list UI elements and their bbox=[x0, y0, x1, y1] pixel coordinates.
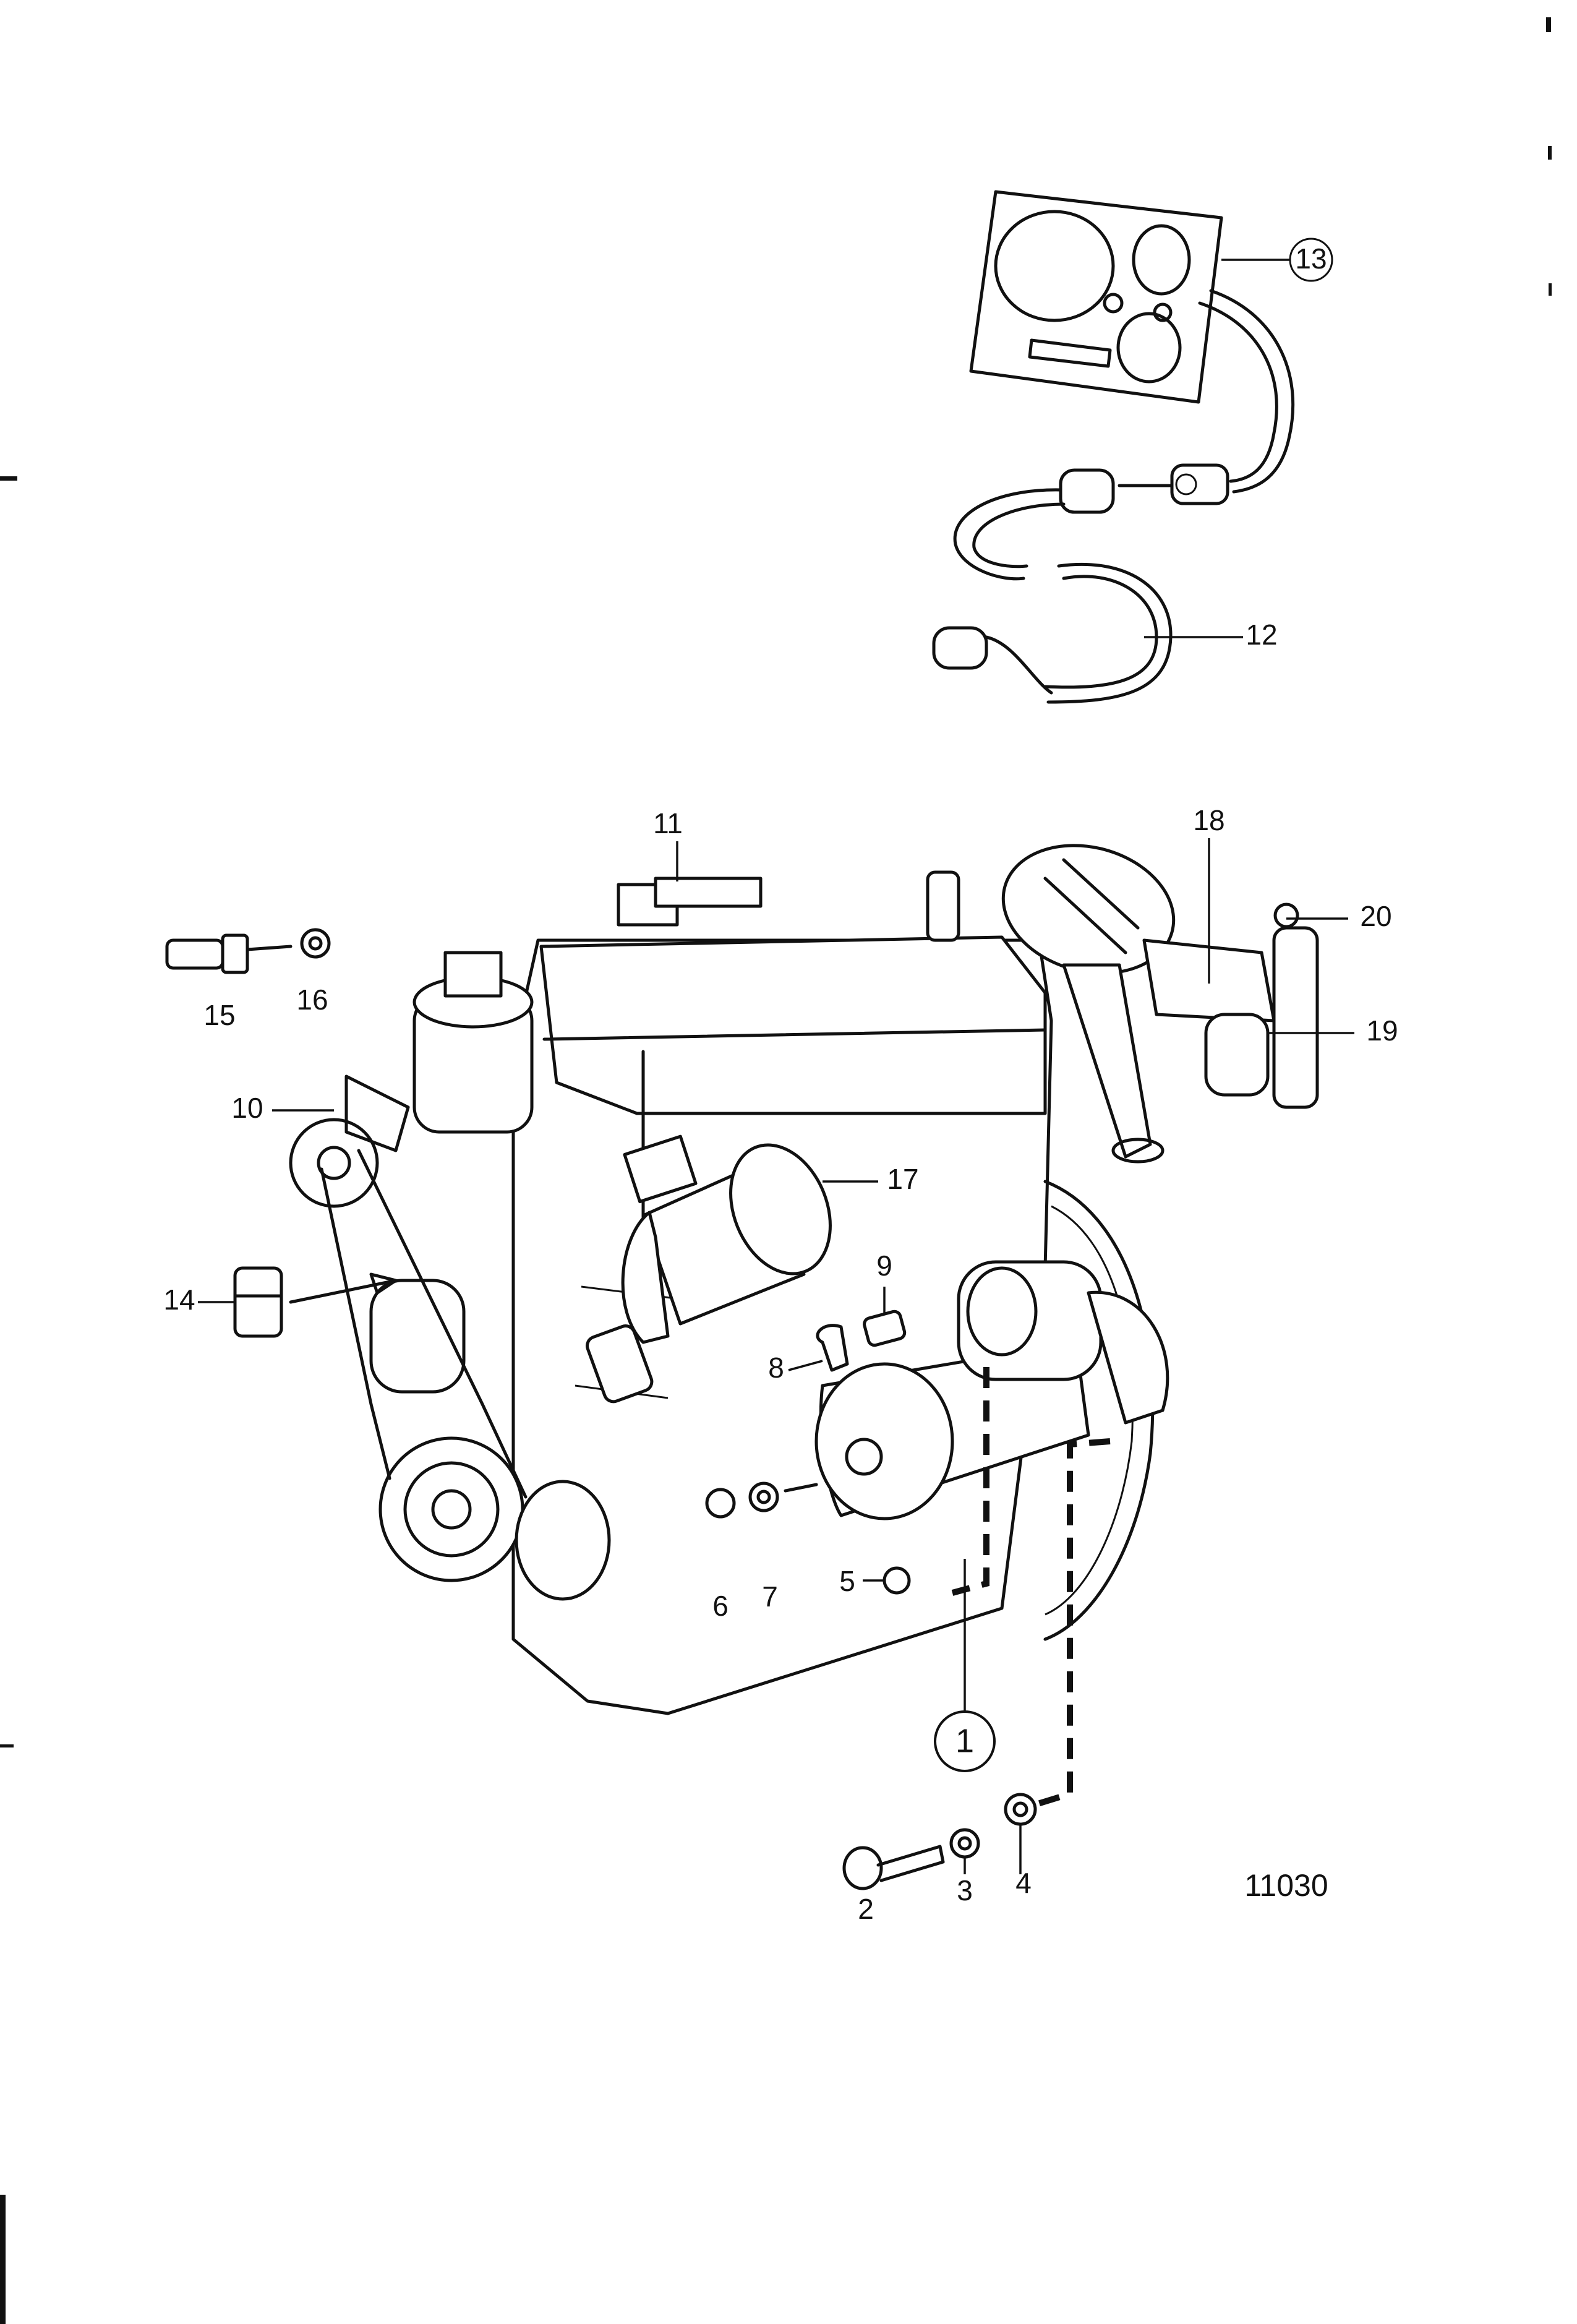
callout-1: 1 bbox=[934, 1710, 996, 1772]
svg-text:1: 1 bbox=[955, 1722, 974, 1759]
instrument-panel bbox=[969, 190, 1223, 404]
reference-number: 11030 bbox=[1244, 1868, 1328, 1903]
callout-19: 19 bbox=[1366, 1014, 1398, 1047]
callout-leaders bbox=[198, 259, 1354, 1874]
svg-text:13: 13 bbox=[1295, 242, 1327, 275]
callout-9: 9 bbox=[876, 1250, 892, 1282]
callout-7: 7 bbox=[762, 1580, 778, 1613]
callout-5: 5 bbox=[839, 1565, 855, 1597]
callout-13: 13 bbox=[1289, 238, 1333, 282]
callout-15: 15 bbox=[203, 999, 235, 1031]
callout-18: 18 bbox=[1193, 804, 1224, 836]
engine-block bbox=[165, 844, 1319, 1890]
callout-14: 14 bbox=[163, 1284, 195, 1316]
callout-2: 2 bbox=[858, 1893, 874, 1925]
cable-harness bbox=[932, 289, 1295, 704]
callout-20: 20 bbox=[1360, 900, 1391, 932]
callout-6: 6 bbox=[712, 1590, 729, 1622]
callout-17: 17 bbox=[887, 1163, 918, 1195]
callout-4: 4 bbox=[1015, 1867, 1032, 1899]
callout-3: 3 bbox=[957, 1874, 973, 1906]
callout-16: 16 bbox=[296, 984, 328, 1016]
callout-12: 12 bbox=[1246, 619, 1277, 651]
callout-11: 11 bbox=[653, 807, 683, 839]
page-edge-marks bbox=[0, 17, 1552, 2324]
callout-labels: 13 12 11 18 20 19 15 16 10 17 14 9 8 6 7… bbox=[163, 238, 1398, 1925]
callout-10: 10 bbox=[231, 1092, 263, 1124]
callout-8: 8 bbox=[768, 1352, 784, 1384]
